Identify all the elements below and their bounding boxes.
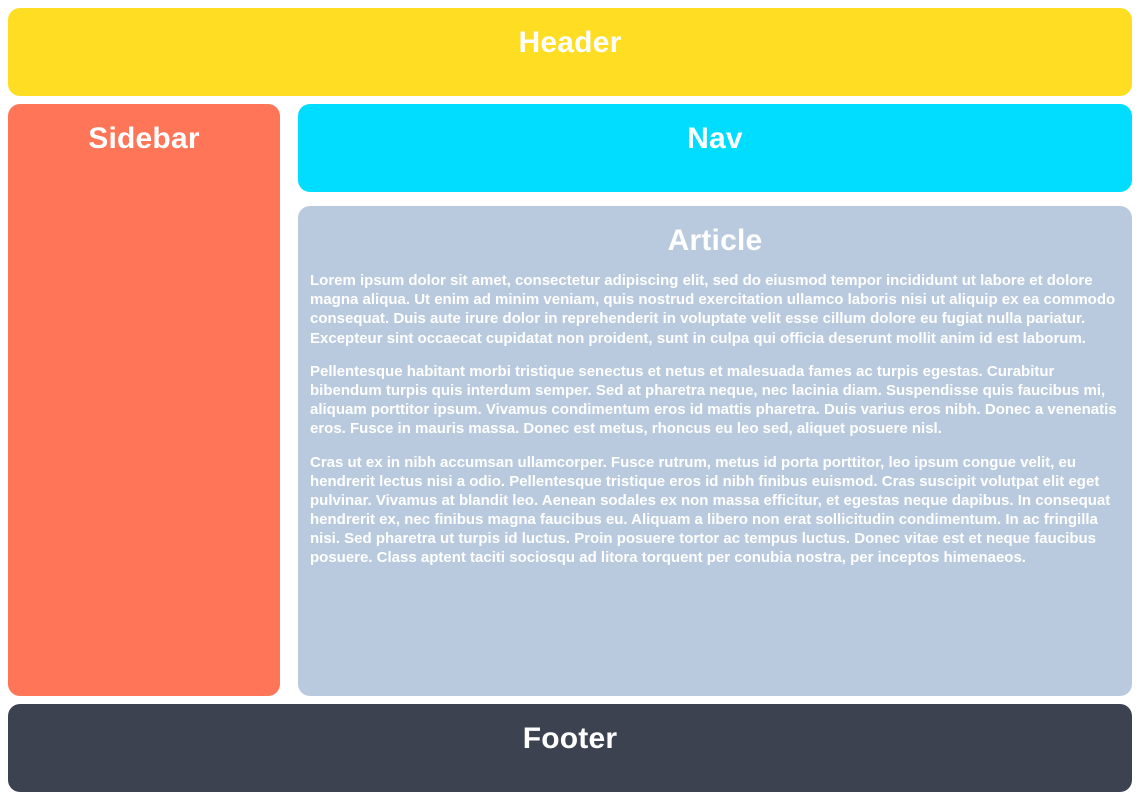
middle-region: Sidebar Nav Article Lorem ipsum dolor si… <box>8 104 1132 696</box>
header-region: Header <box>8 8 1132 96</box>
content-column: Nav Article Lorem ipsum dolor sit amet, … <box>298 104 1132 696</box>
article-paragraph: Pellentesque habitant morbi tristique se… <box>310 362 1117 438</box>
nav-title: Nav <box>687 122 743 155</box>
article-paragraph: Cras ut ex in nibh accumsan ullamcorper.… <box>310 453 1111 567</box>
sidebar-region: Sidebar <box>8 104 280 696</box>
footer-region: Footer <box>8 704 1132 792</box>
footer-title: Footer <box>522 722 618 755</box>
sidebar-title: Sidebar <box>88 122 200 155</box>
nav-region: Nav <box>298 104 1132 192</box>
header-title: Header <box>518 26 622 59</box>
article-region: Article Lorem ipsum dolor sit amet, cons… <box>298 206 1132 696</box>
article-paragraph: Lorem ipsum dolor sit amet, consectetur … <box>310 272 1116 347</box>
article-title: Article <box>667 224 763 257</box>
